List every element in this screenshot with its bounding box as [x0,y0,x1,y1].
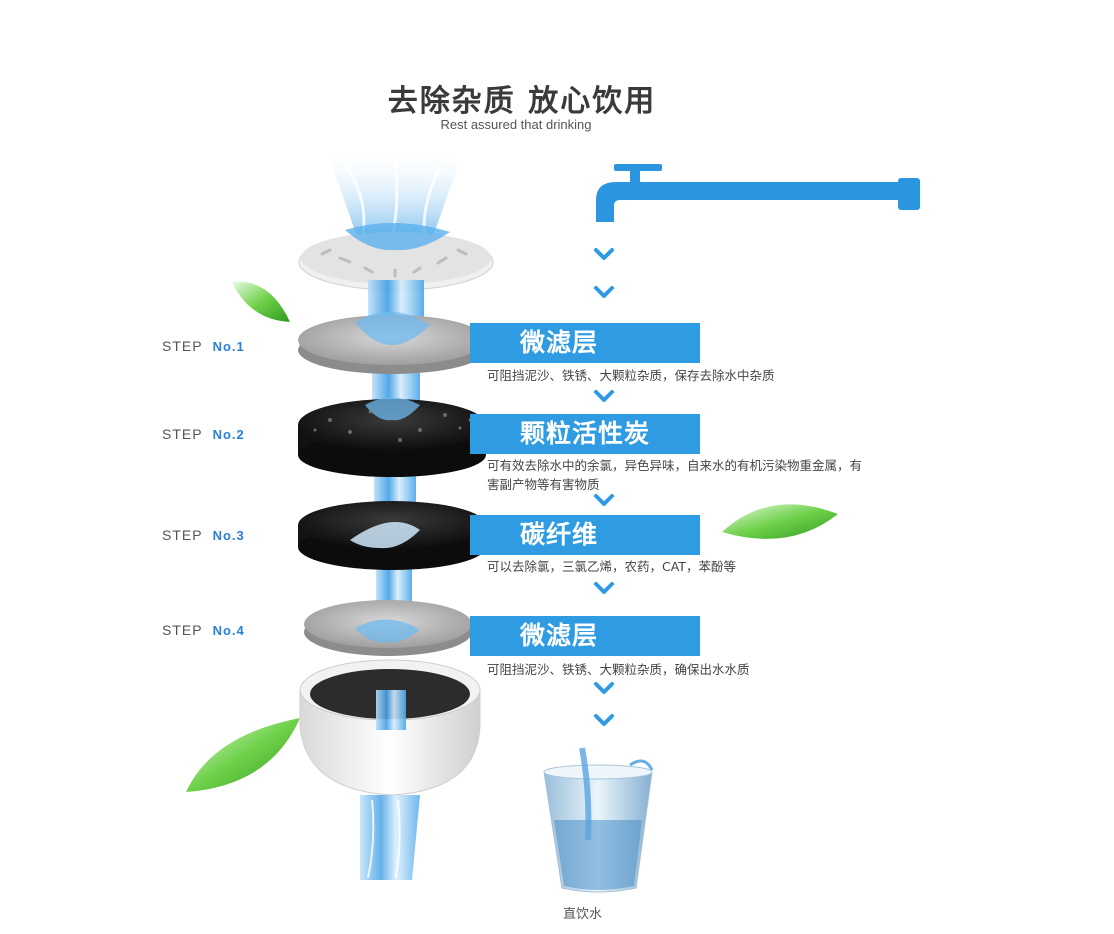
layer-banner-2: 颗粒活性炭 [470,414,700,454]
step-number: No.2 [212,427,245,442]
chevron-down-icon [594,494,614,506]
leaf-icon [232,281,290,322]
chevron-down-icon [594,714,614,726]
step-word: STEP [162,426,203,442]
chevron-down-icon [594,582,614,594]
step-label-2: STEP No.2 [162,426,245,442]
layer-banner-4: 微滤层 [470,616,700,656]
step-number: No.4 [212,623,245,638]
chevron-down-icon [594,390,614,402]
chevron-down-icon [594,286,614,298]
step-label-1: STEP No.1 [162,338,245,354]
step-label-3: STEP No.3 [162,527,245,543]
faucet-pipe-icon [596,164,920,222]
chevron-down-icon [594,248,614,260]
layer-description-3: 可以去除氯，三氯乙烯，农药，CAT，苯酚等 [487,559,736,574]
step-word: STEP [162,622,203,638]
step-label-4: STEP No.4 [162,622,245,638]
layer-banner-3: 碳纤维 [470,515,700,555]
layer-description-1: 可阻挡泥沙、铁锈、大颗粒杂质，保存去除水中杂质 [487,368,775,383]
cup-label: 直饮水 [563,907,603,922]
layer-description-2: 可有效去除水中的余氯，异色异味，自来水的有机污染物重金属，有害副产物等有害物质 [487,458,863,492]
page-subtitle: Rest assured that drinking [440,117,592,132]
chevron-down-icon [594,682,614,694]
water-glass-icon [543,747,654,893]
page-title: 去除杂质 放心饮用 [387,84,657,119]
step-number: No.3 [212,528,245,543]
step-number: No.1 [212,339,245,354]
layer-description-4: 可阻挡泥沙、铁锈、大颗粒杂质，确保出水水质 [487,662,750,677]
leaf-icon [186,718,300,792]
leaf-icon [722,504,838,539]
step-word: STEP [162,338,203,354]
layer-banner-1: 微滤层 [470,323,700,363]
step-word: STEP [162,527,203,543]
